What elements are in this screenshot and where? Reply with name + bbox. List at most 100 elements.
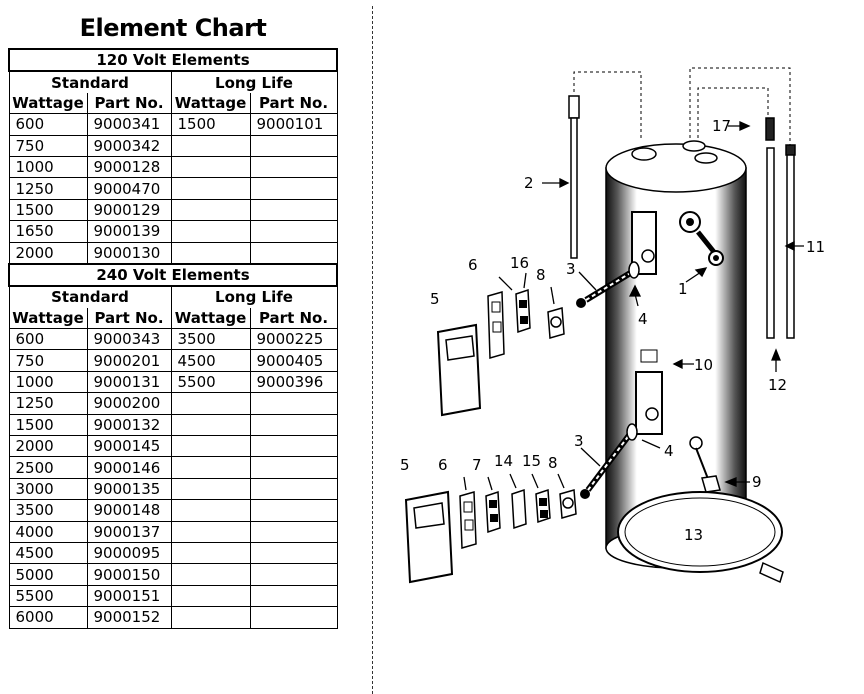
cell-standard-part-no: 9000200 [86, 392, 172, 415]
heating-element-upper [576, 269, 634, 308]
label-11: 11 [806, 238, 825, 256]
cell-longlife-part-no [249, 520, 338, 543]
water-heater-tank [605, 140, 747, 569]
part-labels: 1 2 3 3 4 4 5 5 6 6 7 8 8 9 10 11 12 13 … [400, 117, 825, 544]
heating-element-lower [580, 432, 633, 499]
cell-longlife-wattage [170, 155, 251, 179]
cell-longlife-wattage [170, 134, 251, 157]
lower-insulation [459, 491, 477, 549]
cell-longlife-wattage [170, 456, 251, 479]
cell-longlife-wattage [170, 563, 251, 586]
cell-longlife-part-no [249, 241, 338, 265]
cell-longlife-wattage [170, 435, 251, 458]
cell-longlife-part-no [249, 477, 338, 501]
cell-longlife-wattage: 3500 [170, 328, 251, 351]
cell-standard-part-no: 9000145 [86, 435, 172, 458]
cell-standard-wattage: 5000 [8, 563, 88, 586]
cell-longlife-part-no [249, 177, 338, 200]
cell-longlife-wattage: 5500 [170, 370, 251, 394]
cell-longlife-wattage [170, 220, 251, 243]
section-120-volt: 120 Volt Elements [8, 47, 338, 73]
cell-standard-part-no: 9000135 [86, 477, 172, 501]
cell-longlife-wattage [170, 392, 251, 415]
section-240-volt: 240 Volt Elements [8, 262, 338, 288]
cell-standard-part-no: 9000137 [86, 520, 172, 543]
cell-standard-part-no: 9000152 [86, 606, 172, 629]
cell-standard-part-no: 9000150 [86, 563, 172, 586]
header-wattage: Wattage [170, 307, 251, 330]
leader-lines [463, 120, 804, 491]
cell-longlife-part-no [249, 155, 338, 179]
cell-longlife-part-no [249, 435, 338, 458]
cell-standard-part-no: 9000148 [86, 499, 172, 522]
cell-longlife-wattage [170, 606, 251, 629]
label-1: 1 [678, 280, 688, 298]
label-9: 9 [752, 473, 762, 491]
anode-rod [568, 95, 580, 259]
label-13: 13 [684, 526, 703, 544]
label-4-lower: 4 [664, 442, 674, 460]
cell-longlife-wattage [170, 499, 251, 522]
cell-standard-wattage: 750 [8, 349, 88, 372]
cell-standard-wattage: 2500 [8, 456, 88, 479]
cell-longlife-wattage [170, 241, 251, 265]
label-3-upper: 3 [566, 260, 576, 278]
label-8-lower: 8 [548, 454, 558, 472]
cell-standard-wattage: 5500 [8, 584, 88, 608]
cell-longlife-part-no [249, 392, 338, 415]
header-standard: Standard [8, 285, 172, 308]
cell-longlife-wattage [170, 520, 251, 543]
cell-standard-part-no: 9000129 [86, 198, 172, 222]
header-long-life: Long Life [170, 70, 338, 93]
cell-longlife-wattage [170, 541, 251, 565]
label-3-lower: 3 [574, 432, 584, 450]
drain-pan [617, 491, 784, 584]
cell-standard-part-no: 9000128 [86, 155, 172, 179]
label-14: 14 [494, 452, 513, 470]
cell-standard-wattage: 1500 [8, 413, 88, 437]
cell-longlife-wattage [170, 198, 251, 222]
inlet-outlet-tubes [765, 117, 796, 339]
cell-standard-wattage: 3000 [8, 477, 88, 501]
cell-longlife-wattage: 1500 [170, 113, 251, 136]
cell-standard-wattage: 2000 [8, 241, 88, 265]
cell-standard-part-no: 9000341 [86, 113, 172, 136]
cell-standard-part-no: 9000342 [86, 134, 172, 157]
cell-standard-wattage: 600 [8, 328, 88, 351]
lower-bracket-14 [511, 488, 527, 530]
cell-longlife-wattage [170, 413, 251, 437]
cell-standard-part-no: 9000470 [86, 177, 172, 200]
cell-longlife-part-no: 9000225 [249, 328, 338, 351]
cell-longlife-part-no: 9000405 [249, 349, 338, 372]
cell-standard-part-no: 9000131 [86, 370, 172, 394]
cell-standard-part-no: 9000146 [86, 456, 172, 479]
label-5-upper: 5 [430, 290, 440, 308]
cell-standard-wattage: 3500 [8, 499, 88, 522]
cell-longlife-part-no [249, 541, 338, 565]
header-wattage: Wattage [8, 307, 88, 330]
cell-standard-wattage: 6000 [8, 606, 88, 629]
drain-valve [695, 447, 721, 493]
cell-standard-wattage: 1000 [8, 155, 88, 179]
cell-longlife-part-no [249, 198, 338, 222]
header-part-no: Part No. [86, 92, 172, 115]
label-4-upper: 4 [638, 310, 648, 328]
header-long-life: Long Life [170, 285, 338, 308]
